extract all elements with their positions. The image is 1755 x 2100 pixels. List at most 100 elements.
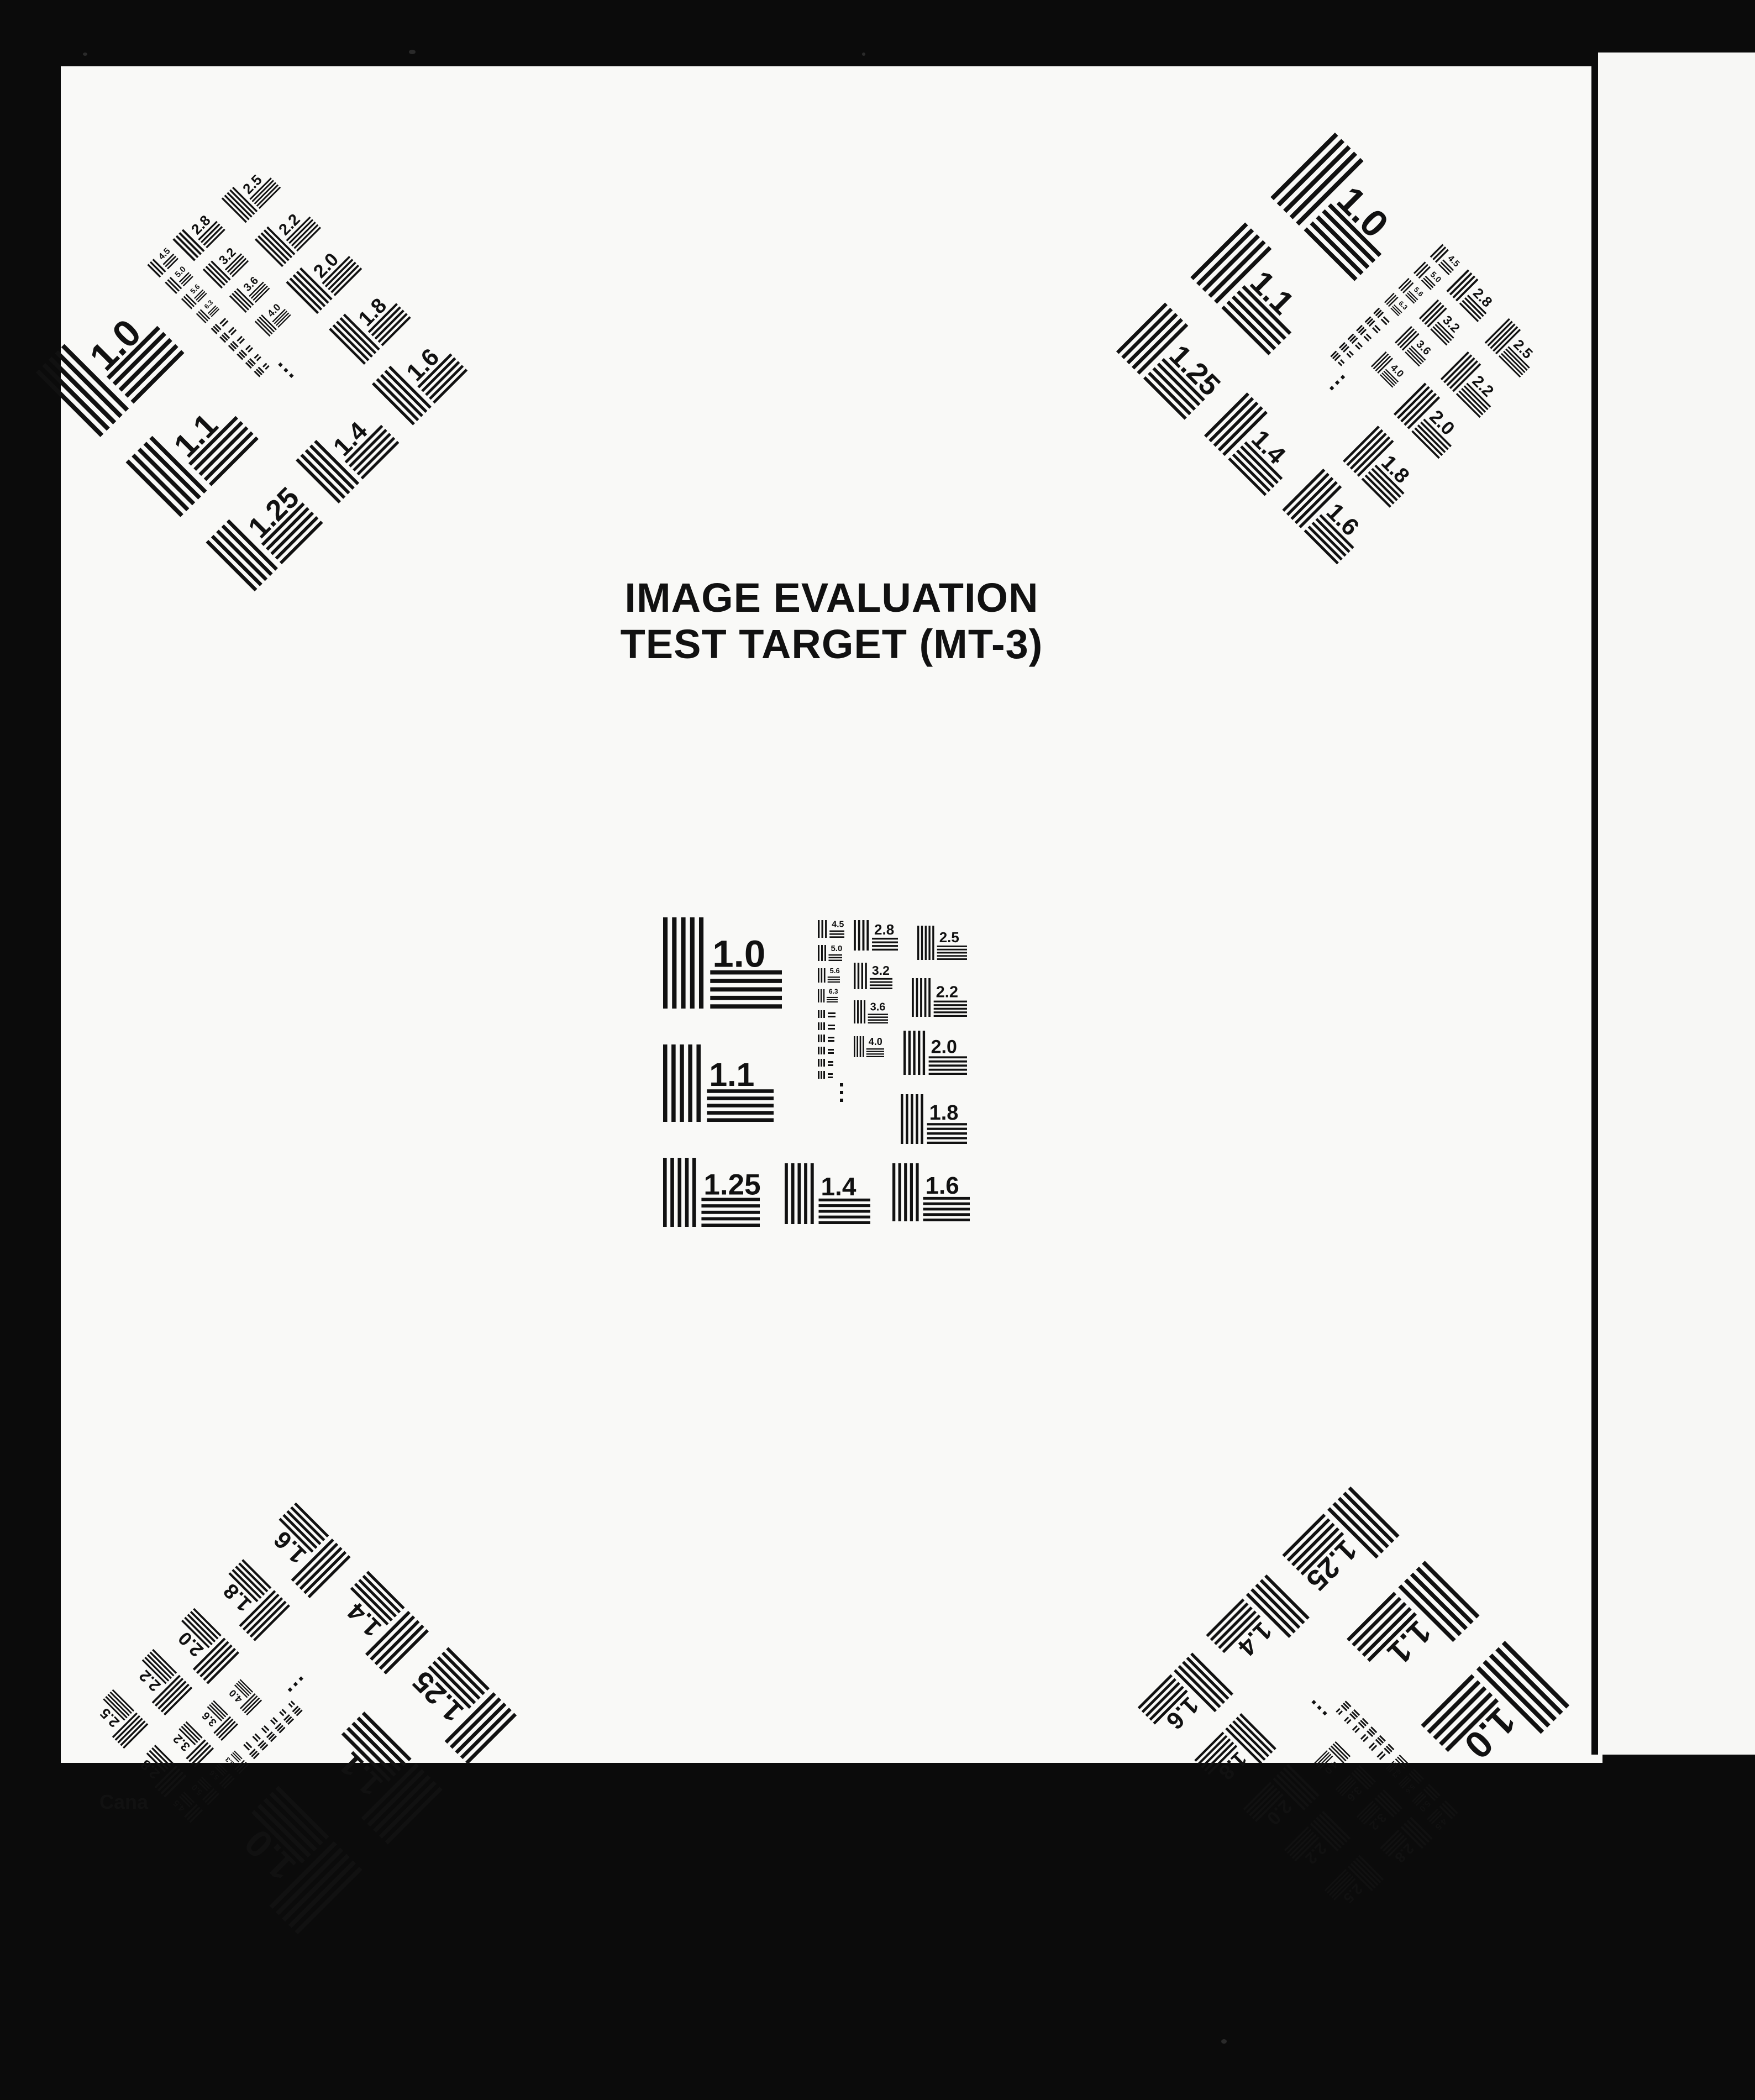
horizontal-bar — [263, 1798, 317, 1852]
tiny-bar — [252, 1735, 259, 1742]
horizontal-bar — [866, 1048, 884, 1050]
vertical-bar — [911, 1094, 913, 1144]
horizontal-bar — [1423, 418, 1452, 448]
horizontal-bar — [1380, 1829, 1400, 1850]
horizontal-bar — [707, 1111, 774, 1115]
horizontal-bar — [1141, 1678, 1176, 1713]
horizontal-bar — [928, 1060, 967, 1063]
tiny-mark — [1317, 1705, 1322, 1710]
tiny-bar — [828, 1025, 835, 1026]
vertical-bar — [223, 1777, 235, 1789]
tiny-mark — [298, 1676, 304, 1681]
horizontal-bar — [701, 1198, 760, 1201]
bar-group: 3.6 — [229, 275, 270, 313]
vertical-bar — [1283, 145, 1351, 213]
horizontal-bar — [1464, 297, 1484, 317]
tiny-mark — [840, 1099, 843, 1102]
horizontal-bar — [353, 433, 391, 472]
bar-group: 5.0 — [190, 1777, 220, 1805]
vertical-bar — [912, 978, 914, 1017]
horizontal-bar — [218, 1763, 228, 1773]
horizontal-bar — [872, 941, 898, 943]
horizontal-bar — [366, 1571, 405, 1610]
tiny-bar — [1353, 1709, 1360, 1716]
tiny-bar — [294, 1708, 301, 1715]
horizontal-bar — [1406, 349, 1422, 365]
vertical-bar — [1282, 468, 1326, 512]
vertical-bar — [1186, 1656, 1229, 1700]
horizontal-bar — [1459, 302, 1479, 322]
bar-group: 4.0 — [227, 1679, 262, 1716]
vertical-bar — [1239, 1713, 1276, 1750]
bar-group-label: 1.4 — [1232, 1616, 1278, 1662]
horizontal-bar — [869, 981, 892, 983]
bar-group: 1.8 — [1194, 1713, 1276, 1784]
vertical-bar — [385, 1787, 443, 1845]
tiny-bar-group — [228, 335, 245, 351]
vertical-bar — [196, 313, 207, 324]
vertical-bar — [1208, 240, 1266, 298]
vertical-bar — [1353, 436, 1391, 474]
horizontal-bar — [190, 1610, 219, 1640]
bar-group-label: 4.5 — [172, 1798, 187, 1813]
horizontal-bar — [928, 1068, 967, 1071]
horizontal-bar — [442, 1651, 485, 1695]
vertical-bar — [1401, 333, 1420, 351]
horizontal-bar — [707, 1089, 774, 1093]
tiny-bar — [823, 1010, 825, 1018]
vertical-bar — [263, 229, 293, 259]
bar-group: 3.2 — [1418, 299, 1463, 346]
tiny-bar — [1338, 1710, 1343, 1715]
vertical-bar — [918, 1031, 921, 1075]
tiny-bar — [290, 1700, 296, 1705]
vertical-bar — [1174, 1669, 1217, 1713]
tiny-bar-group — [261, 1725, 277, 1742]
vertical-bar — [1483, 1660, 1551, 1728]
tiny-bar — [243, 1744, 250, 1751]
bar-group-label: 2.2 — [1469, 372, 1497, 401]
horizontal-bar — [1137, 1674, 1173, 1709]
vertical-bar — [172, 238, 196, 261]
horizontal-bar — [238, 1681, 251, 1695]
bar-group: 1.6 — [1282, 468, 1364, 565]
horizontal-bar — [1231, 295, 1281, 345]
horizontal-bar — [1316, 215, 1370, 269]
tiny-bar — [292, 1705, 299, 1713]
horizontal-bar — [1417, 424, 1446, 453]
horizontal-bar — [1322, 209, 1376, 263]
bar-group-label: 2.0 — [1263, 1796, 1296, 1829]
tiny-bar — [1347, 333, 1354, 340]
horizontal-bar — [1356, 1800, 1374, 1818]
bar-group: 1.0 — [237, 1786, 362, 1935]
vertical-bar — [206, 1651, 240, 1684]
vertical-bar — [1418, 299, 1439, 320]
bar-group-label: 2.2 — [136, 1666, 164, 1694]
tiny-bar — [823, 1022, 825, 1030]
vertical-bar — [221, 1775, 233, 1787]
horizontal-bar — [1214, 1606, 1253, 1645]
bar-group: 2.2 — [1440, 351, 1497, 418]
tiny-bar — [232, 340, 239, 348]
vertical-bar — [688, 1044, 692, 1122]
horizontal-bar — [937, 948, 967, 951]
horizontal-bar — [1360, 1805, 1378, 1823]
horizontal-bar — [197, 292, 207, 303]
horizontal-bar — [869, 984, 892, 986]
vertical-bar — [1409, 1817, 1433, 1840]
horizontal-bar — [432, 1661, 476, 1704]
horizontal-bar — [1444, 1698, 1499, 1752]
vertical-bar — [1395, 326, 1412, 344]
vertical-bar — [1208, 397, 1254, 443]
horizontal-bar — [201, 1777, 212, 1788]
vertical-bar — [376, 378, 419, 422]
bar-group-label: 1.25 — [1300, 1534, 1363, 1597]
horizontal-bar — [1379, 374, 1394, 388]
vertical-bar — [1370, 351, 1387, 368]
vertical-bar — [1446, 269, 1470, 293]
vertical-bar — [1348, 1486, 1400, 1538]
horizontal-bar — [235, 1566, 265, 1596]
bar-group: 2.8 — [137, 1745, 187, 1798]
vertical-bar — [238, 1763, 249, 1775]
tiny-bar — [1357, 342, 1363, 348]
horizontal-bar — [826, 996, 838, 998]
